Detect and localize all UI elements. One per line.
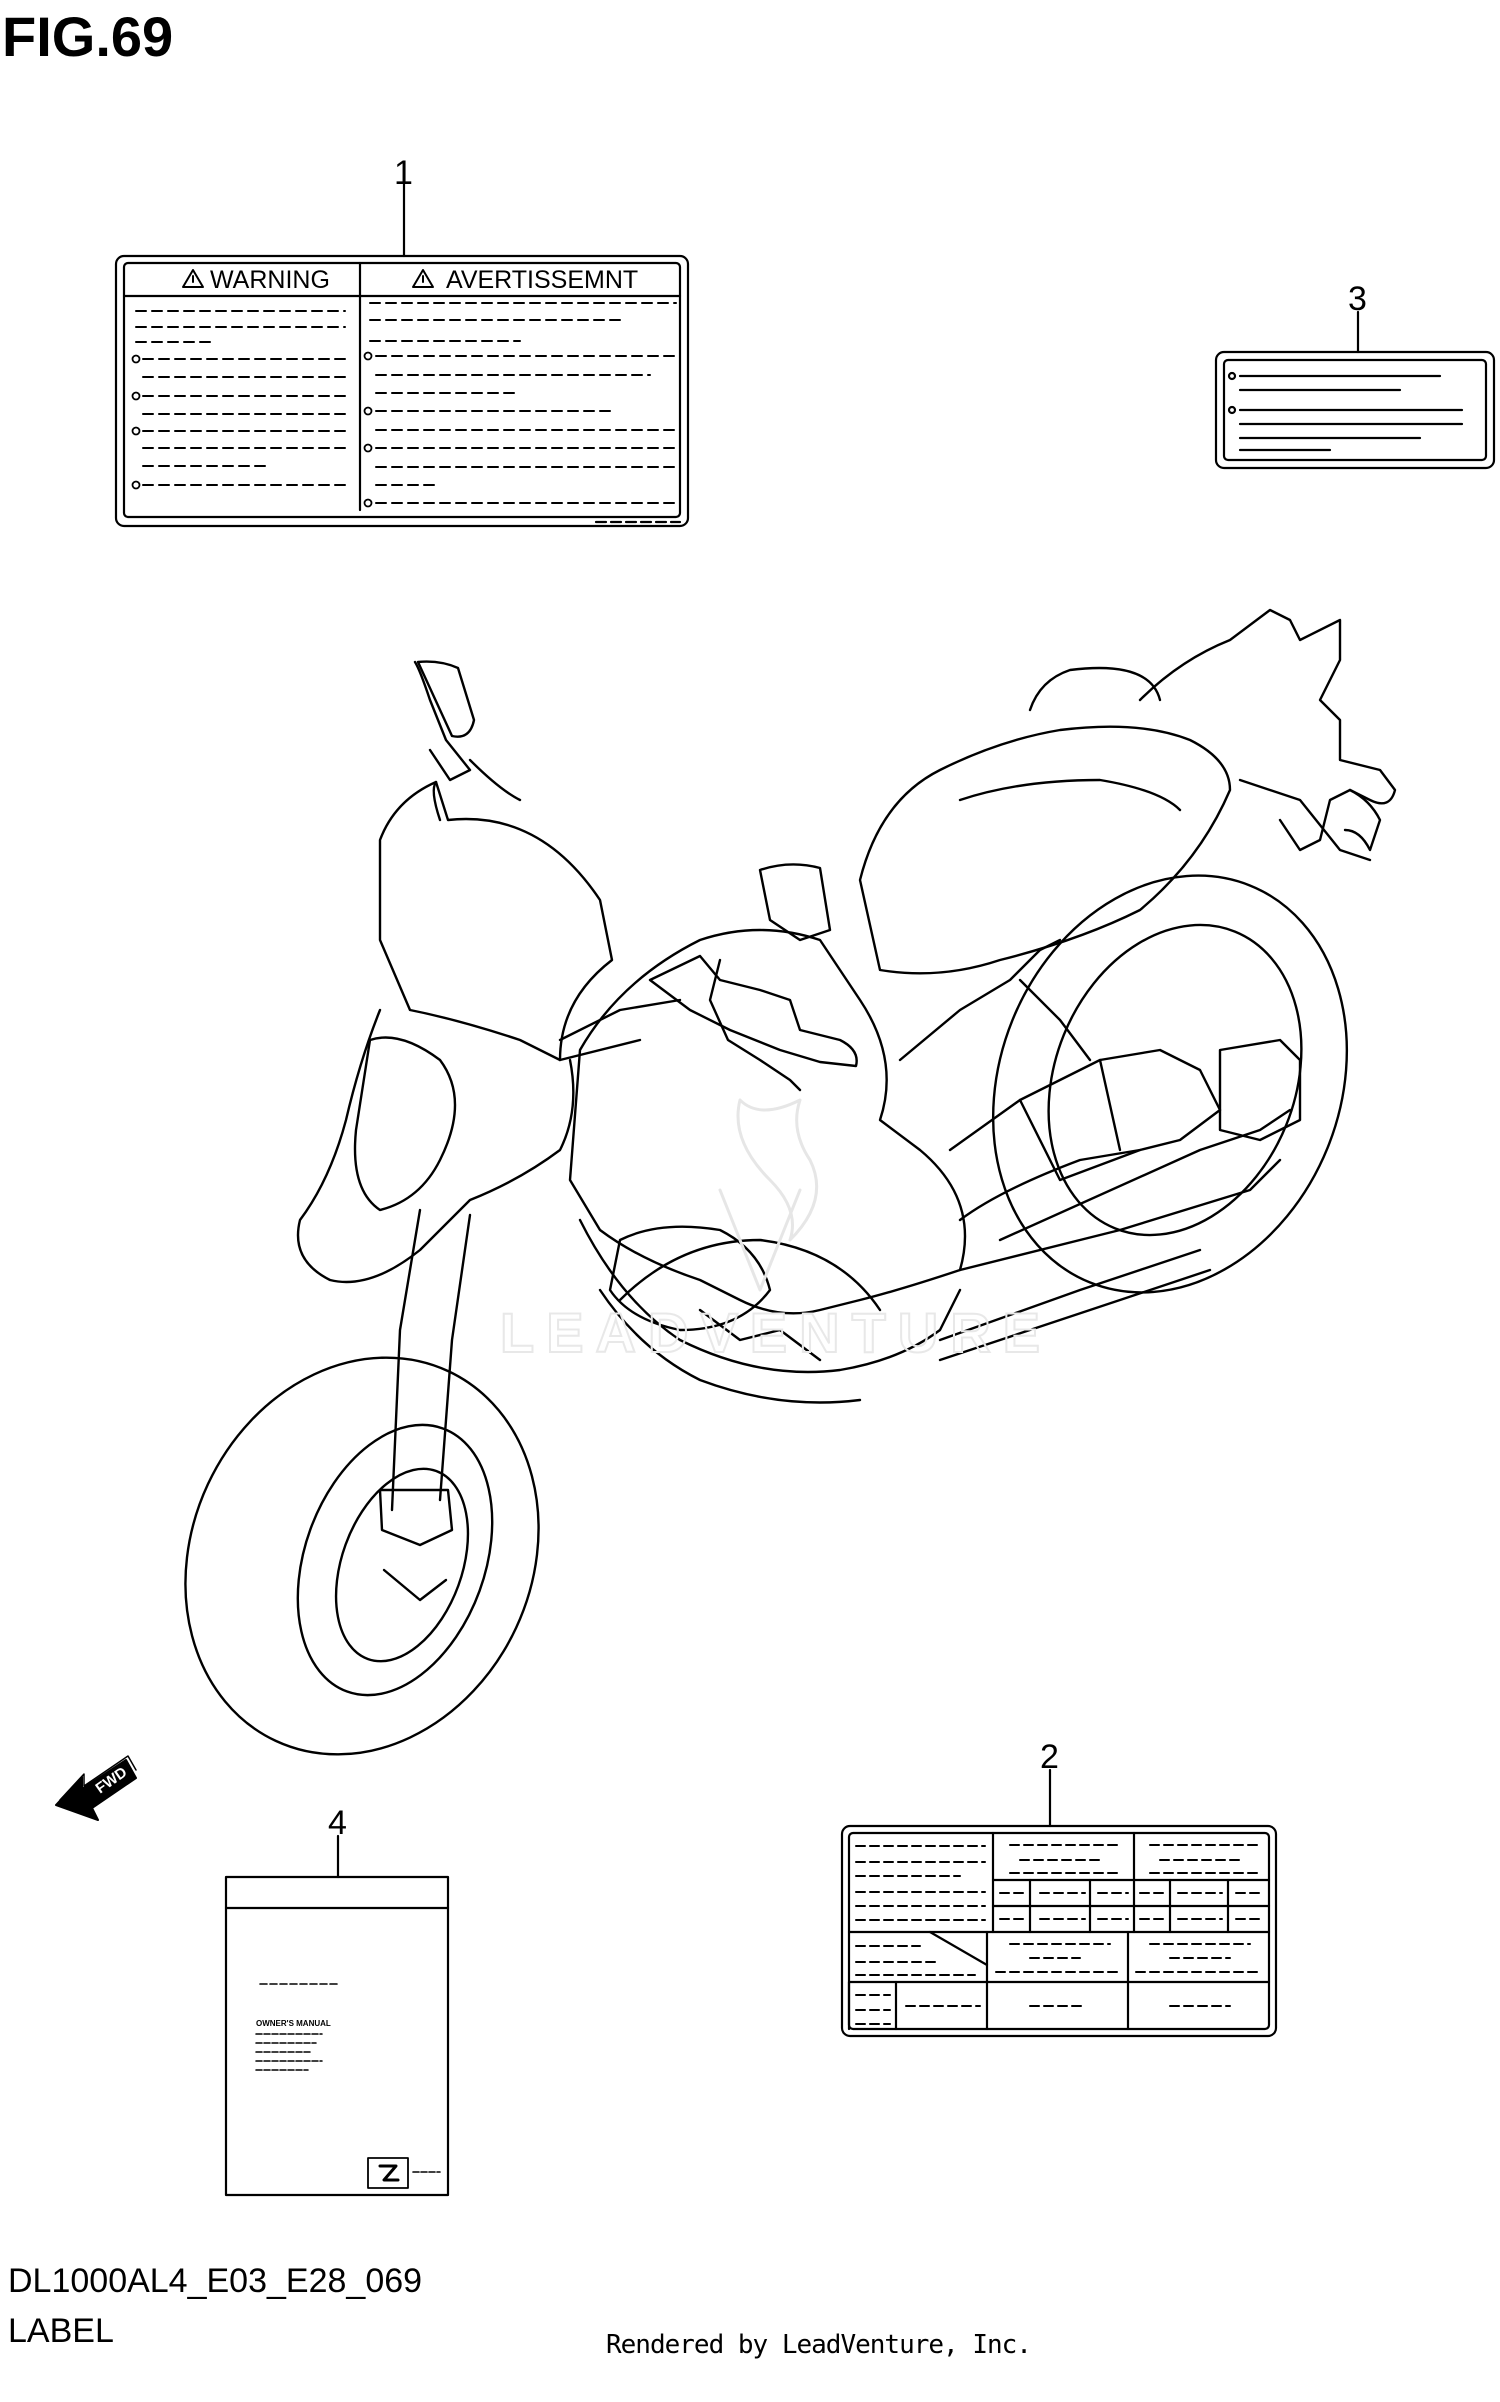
rendered-by-credit: Rendered by LeadVenture, Inc. [606, 2330, 1032, 2360]
label-2 [840, 1768, 1278, 2038]
model-code: DL1000AL4_E03_E28_069 [8, 2262, 423, 2300]
label-4-owners-manual [224, 1834, 450, 2197]
label-1-avertissement-text: AVERTISSEMNT [446, 266, 638, 294]
callout-2: 2 [1040, 1738, 1059, 1776]
watermark-logo [718, 1098, 819, 1292]
figure-title: FIG.69 [2, 5, 174, 68]
label-4-manual-text: OWNER'S MANUAL [256, 2019, 331, 2028]
callout-3: 3 [1348, 280, 1367, 318]
warning-triangle-icon [412, 269, 434, 288]
suzuki-logo-icon [367, 2157, 409, 2189]
label-1-warning-text: WARNING [210, 266, 330, 294]
section-name: LABEL [8, 2312, 114, 2350]
watermark-text: LEADVENTURE [500, 1301, 1052, 1364]
motorcycle-drawing [184, 608, 1397, 1756]
warning-triangle-icon [182, 269, 204, 288]
label-3 [1214, 310, 1496, 470]
callout-1: 1 [394, 154, 413, 192]
label-1-warning [114, 180, 690, 528]
forward-arrow-icon [55, 1755, 137, 1821]
callout-4: 4 [328, 1804, 347, 1842]
